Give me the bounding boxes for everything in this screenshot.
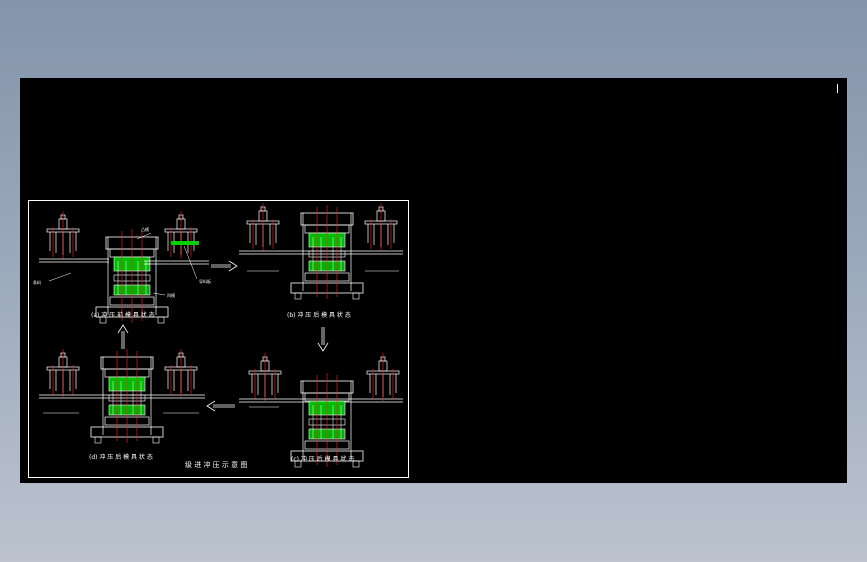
- panel-d-drawing: (d) 冲 压 后 模 具 状 态: [39, 348, 205, 461]
- panel-d-caption: (d) 冲 压 后 模 具 状 态: [89, 453, 153, 461]
- cad-viewport[interactable]: 条料 凸模 凹模 导料板 (a) 冲 压 前 模 具 状 态: [20, 78, 847, 483]
- label-punch: 凸模: [141, 226, 149, 232]
- arrow-left-icon: [206, 400, 235, 412]
- panel-c-caption: (c) 冲 压 后 模 具 状 态: [291, 455, 354, 463]
- label-strip: 条料: [33, 279, 41, 285]
- panel-a-drawing: 条料 凸模 凹模 导料板 (a) 冲 压 前 模 具 状 态: [33, 210, 211, 324]
- drawing-canvas: 条料 凸模 凹模 导料板 (a) 冲 压 前 模 具 状 态: [33, 202, 403, 469]
- arrow-right-icon: [211, 260, 238, 272]
- label-die: 凹模: [167, 292, 175, 298]
- arrow-up-icon: [117, 324, 129, 349]
- drawing-title: 级 进 冲 压 示 意 图: [185, 460, 247, 469]
- panel-c-drawing: (c) 冲 压 后 模 具 状 态: [239, 352, 403, 468]
- arrow-down-icon: [317, 327, 329, 352]
- panel-b-caption: (b) 冲 压 后 模 具 状 态: [287, 311, 351, 319]
- crosshair-cursor: [837, 84, 838, 93]
- drawing-sheet: 条料 凸模 凹模 导料板 (a) 冲 压 前 模 具 状 态: [28, 200, 409, 478]
- panel-a-caption: (a) 冲 压 前 模 具 状 态: [91, 311, 155, 319]
- panel-b-drawing: (b) 冲 压 后 模 具 状 态: [239, 202, 403, 319]
- label-guide: 导料板: [199, 278, 211, 284]
